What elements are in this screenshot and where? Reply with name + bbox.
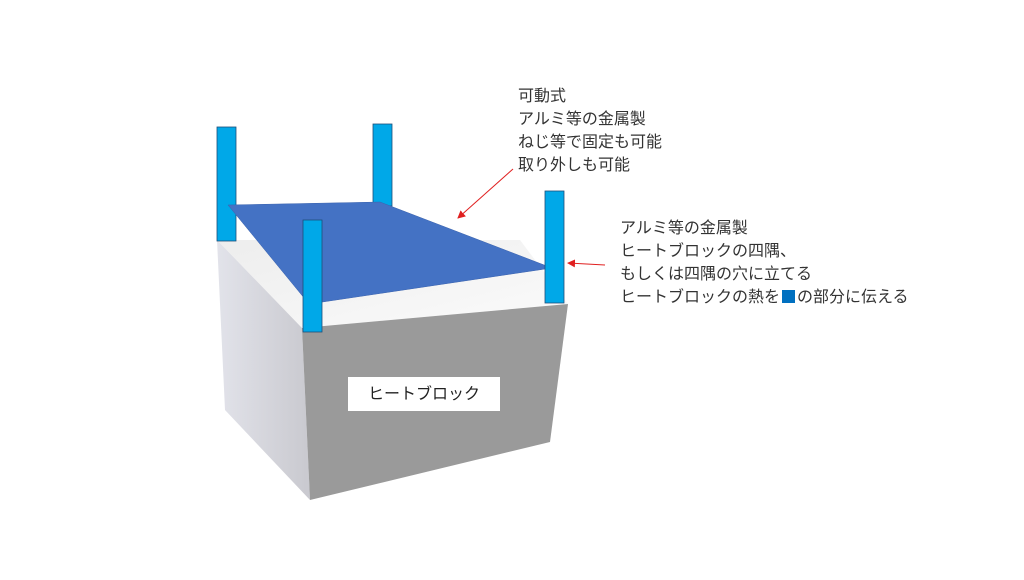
plate-note-line: ねじ等で固定も可能 — [518, 132, 663, 151]
post-back-left — [216, 126, 237, 242]
post-note: アルミ等の金属製 ヒートブロックの四隅、 もしくは四隅の穴に立てる ヒートブロッ… — [620, 216, 909, 308]
post-pointer-arrow — [567, 259, 606, 268]
plate-pointer-arrow — [457, 168, 514, 219]
plate-note-line: アルミ等の金属製 — [518, 109, 646, 128]
post-note-text-after: の部分に伝える — [797, 287, 909, 306]
legend-square-icon — [782, 290, 796, 303]
post-note-last-line: ヒートブロックの熱をの部分に伝える — [620, 285, 909, 308]
plate-note-line: 可動式 — [518, 86, 567, 105]
post-back-right — [372, 123, 393, 207]
heat-block-label: ヒートブロック — [348, 377, 500, 411]
post-front-right — [544, 190, 565, 304]
plate-note: 可動式 アルミ等の金属製 ねじ等で固定も可能 取り外しも可能 — [518, 84, 662, 176]
post-front-left — [302, 219, 323, 333]
post-note-line: もしくは四隅の穴に立てる — [620, 264, 813, 283]
plate-note-line: 取り外しも可能 — [518, 155, 631, 174]
post-note-text-before: ヒートブロックの熱を — [620, 287, 781, 306]
post-note-line: アルミ等の金属製 — [620, 218, 748, 237]
post-note-line: ヒートブロックの四隅、 — [620, 241, 797, 260]
heat-block-side-face — [217, 240, 310, 500]
